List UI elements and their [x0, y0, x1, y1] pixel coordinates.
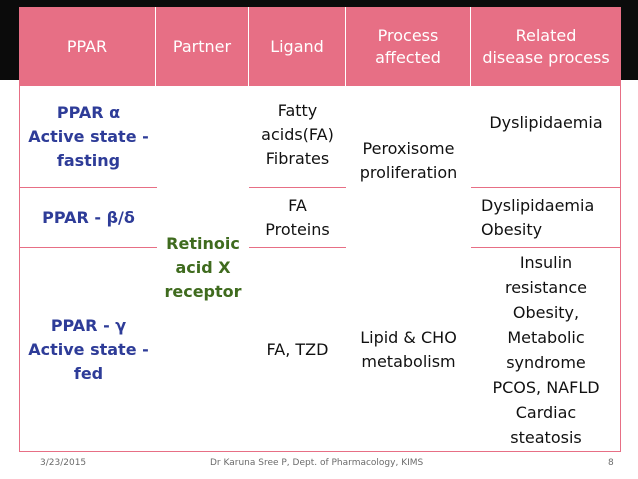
row-divider	[471, 247, 621, 248]
header-divider	[155, 7, 156, 86]
row-divider	[249, 187, 346, 188]
table-header-row: PPAR Partner Ligand Process affected Rel…	[19, 7, 621, 86]
header-disease: Related disease process	[482, 25, 610, 67]
footer-page-number: 8	[608, 458, 614, 468]
footer-date: 3/23/2015	[40, 458, 87, 468]
row-divider	[20, 187, 157, 188]
header-divider	[345, 7, 346, 86]
row-divider	[249, 247, 346, 248]
process-peroxisome-cell: Peroxisome proliferation	[359, 139, 458, 182]
ppar-gamma-cell: PPAR - γ Active state - fed	[28, 315, 149, 383]
process-lipid-cell: Lipid & CHO metabolism	[360, 327, 457, 371]
header-ligand: Ligand	[270, 36, 324, 56]
ligand-beta-delta-cell: FA Proteins	[265, 195, 330, 239]
footer-author: Dr Karuna Sree P, Dept. of Pharmacology,…	[210, 458, 424, 468]
disease-gamma-cell: Insulin resistance Obesity, Metabolic sy…	[492, 252, 600, 447]
header-partner: Partner	[172, 36, 232, 56]
row-divider	[471, 187, 621, 188]
disease-alpha-cell: Dyslipidaemia	[489, 113, 603, 132]
partner-cell: Retinoic acid X receptor	[164, 234, 242, 301]
table-body: PPAR α Active state - fasting PPAR - β/δ…	[19, 86, 621, 452]
slide-footer: 3/23/2015 Dr Karuna Sree P, Dept. of Pha…	[0, 454, 638, 479]
ligand-alpha-cell: Fatty acids(FA) Fibrates	[261, 101, 334, 168]
header-ppar: PPAR	[66, 36, 108, 56]
row-divider	[20, 247, 157, 248]
ppar-beta-delta-cell: PPAR - β/δ	[42, 207, 135, 227]
header-process: Process affected	[375, 25, 441, 67]
ppar-alpha-cell: PPAR α Active state - fasting	[28, 102, 149, 170]
disease-beta-delta-cell: Dyslipidaemia Obesity	[481, 195, 595, 239]
header-divider	[248, 7, 249, 86]
ligand-gamma-cell: FA, TZD	[266, 339, 329, 359]
header-divider	[470, 7, 471, 86]
